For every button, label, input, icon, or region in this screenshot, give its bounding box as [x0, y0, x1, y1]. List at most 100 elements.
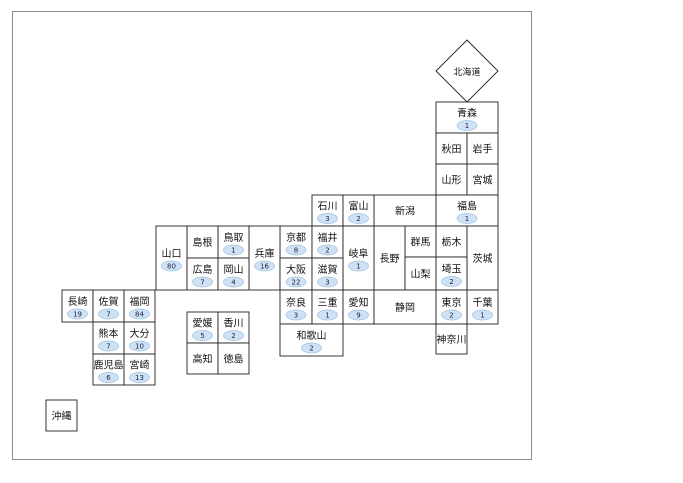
count-badge [348, 260, 369, 272]
prefecture-cell [435, 323, 468, 355]
count-badge-value: 4 [231, 279, 236, 287]
prefecture-name: 東京 [442, 296, 462, 309]
prefecture-cell [373, 194, 437, 227]
prefecture-name: 沖縄 [52, 410, 72, 423]
count-badge [254, 260, 275, 272]
prefecture-cell [155, 225, 188, 291]
prefecture-name: 徳島 [224, 353, 244, 366]
count-badge [317, 213, 338, 224]
prefecture-name: 高知 [193, 353, 213, 366]
prefecture-name: 石川 [318, 202, 338, 213]
count-badge-value: 8 [294, 247, 298, 255]
prefecture-name: 栃木 [442, 236, 462, 249]
prefecture-name: 福島 [457, 200, 477, 213]
prefecture-aichi: 愛知 9 [342, 289, 375, 325]
prefecture-name: 佐賀 [99, 296, 119, 308]
count-badge-value: 2 [449, 278, 453, 286]
count-badge-value: 16 [260, 263, 269, 271]
count-badge [317, 309, 338, 321]
prefecture-name: 熊本 [99, 327, 119, 340]
prefecture-cell [404, 225, 437, 258]
count-badge-value: 2 [231, 332, 235, 340]
prefecture-cell [373, 289, 437, 325]
prefecture-osaka: 大阪 22 [279, 257, 313, 291]
prefecture-cell [248, 225, 281, 291]
count-badge [192, 276, 213, 288]
prefecture-shizuoka: 静岡 [373, 289, 437, 325]
prefecture-hyogo: 兵庫 16 [248, 225, 281, 291]
prefecture-cell [342, 225, 375, 291]
prefecture-name: 愛知 [349, 296, 369, 309]
count-badge-value: 19 [73, 311, 82, 319]
prefecture-okayama: 岡山4 [217, 257, 250, 291]
count-badge [456, 120, 478, 131]
prefecture-aomori: 青森1 [435, 101, 499, 134]
count-badge-value: 1 [465, 215, 469, 223]
prefecture-tochigi: 栃木 [435, 225, 468, 258]
count-badge [223, 330, 244, 341]
prefecture-name: 宮崎 [130, 359, 150, 372]
prefecture-name: 広島 [193, 263, 213, 276]
prefecture-name: 岐阜 [349, 247, 369, 260]
count-badge-value: 1 [480, 312, 484, 320]
prefecture-name: 奈良 [286, 296, 306, 309]
count-badge [98, 372, 119, 383]
prefecture-name: 秋田 [442, 143, 462, 156]
prefecture-name: 大阪 [286, 263, 306, 276]
count-badge-value: 13 [135, 374, 144, 382]
prefecture-name: 茨城 [473, 252, 493, 265]
prefecture-tokyo: 東京2 [435, 289, 468, 325]
prefecture-ishikawa: 石川 3 [311, 194, 344, 227]
count-badge-value: 3 [325, 215, 329, 223]
prefecture-fukui: 福井 2 [311, 225, 344, 259]
prefecture-yamanashi: 山梨 [404, 256, 437, 291]
prefecture-name: 兵庫 [255, 247, 275, 260]
count-badge [348, 309, 369, 321]
count-badge-value: 22 [292, 279, 301, 287]
prefecture-fukushima: 福島 1 [435, 194, 499, 227]
count-badge-value: 9 [356, 312, 360, 320]
prefecture-name: 山口 [162, 248, 182, 260]
prefecture-okinawa: 沖縄 [45, 399, 78, 432]
prefecture-hokkaido: 北海道 [435, 39, 499, 103]
prefecture-mie: 三重1 [311, 289, 344, 325]
count-badge-value: 80 [167, 263, 176, 271]
prefecture-yamagata: 山形 [435, 163, 468, 196]
count-badge-value: 3 [325, 279, 329, 287]
prefecture-name: 岩手 [473, 143, 493, 156]
count-badge [129, 308, 150, 320]
count-badge [317, 244, 338, 256]
prefecture-name: 静岡 [395, 301, 415, 314]
count-badge [223, 244, 244, 256]
prefecture-name: 福井 [318, 231, 338, 244]
prefecture-name: 和歌山 [297, 329, 327, 342]
prefecture-nagano: 長野 [373, 225, 406, 291]
prefecture-saga: 佐賀 7 [92, 289, 125, 323]
count-badge [317, 276, 338, 288]
count-badge [98, 340, 119, 352]
count-badge [285, 276, 307, 288]
prefecture-cell [466, 289, 499, 325]
count-badge [472, 309, 493, 321]
prefecture-cell [435, 289, 468, 325]
prefecture-name: 群馬 [411, 236, 431, 249]
count-badge [192, 330, 213, 341]
count-badge-value: 3 [294, 312, 298, 320]
prefecture-name: 三重 [318, 296, 338, 309]
prefecture-akita: 秋田 [435, 132, 468, 165]
prefecture-name: 北海道 [453, 66, 480, 78]
prefecture-chiba: 千葉1 [466, 289, 499, 325]
prefecture-kochi: 高知 [186, 342, 219, 375]
prefecture-name: 鹿児島 [94, 359, 124, 372]
prefecture-name: 大分 [130, 327, 150, 340]
count-badge-value: 7 [106, 311, 110, 319]
count-badge-value: 2 [325, 247, 329, 255]
count-badge-value: 1 [231, 247, 235, 255]
prefecture-miyagi: 宮城 [466, 163, 499, 196]
prefecture-name: 青森 [457, 107, 477, 120]
prefecture-kagawa: 香川2 [217, 311, 250, 344]
